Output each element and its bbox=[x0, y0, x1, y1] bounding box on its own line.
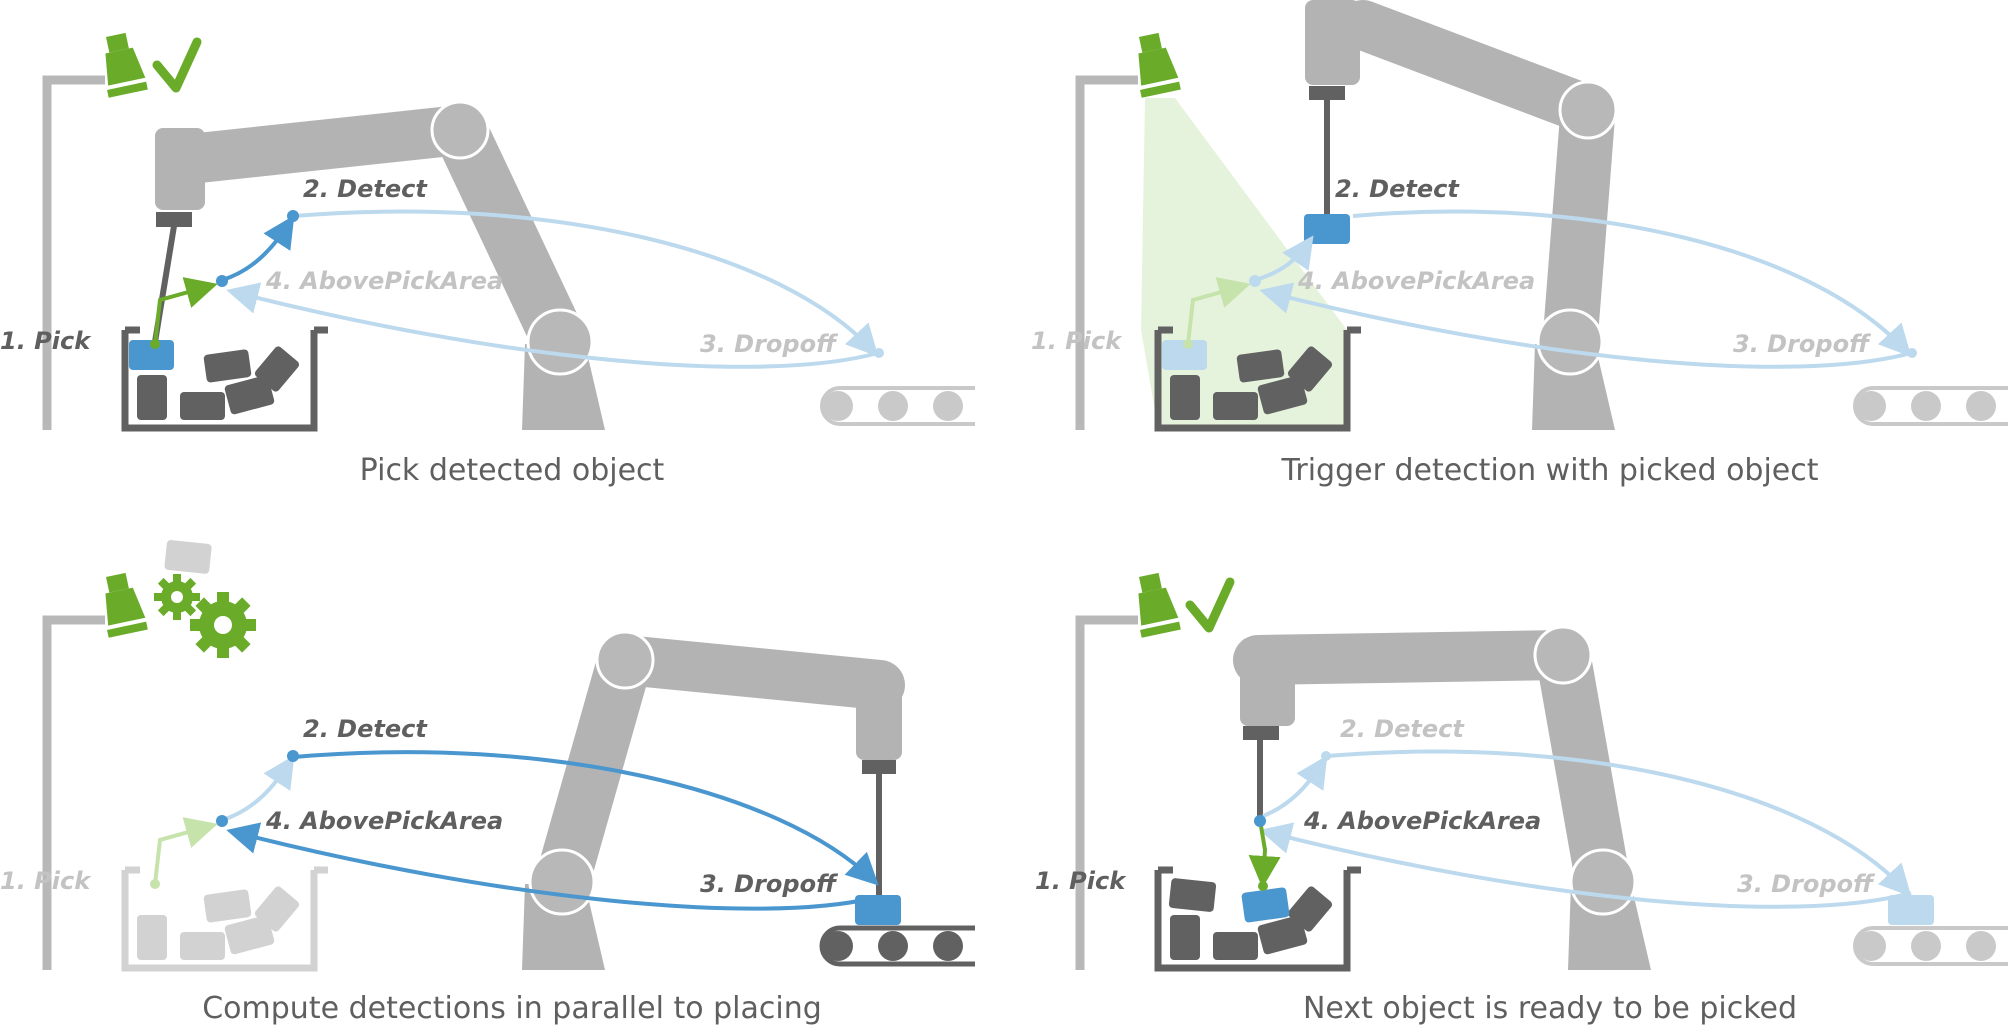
camera-icon bbox=[1138, 572, 1181, 638]
camera-icon bbox=[105, 32, 148, 98]
waypoint-detect bbox=[1321, 751, 1331, 761]
conveyor-icon bbox=[819, 925, 975, 967]
label-detect: 2. Detect bbox=[1340, 715, 1465, 743]
caption-2: Trigger detection with picked object bbox=[1280, 453, 1818, 488]
bin bbox=[121, 866, 328, 972]
path-dropoff-to-above bbox=[1259, 822, 1912, 909]
path-above-to-detect bbox=[221, 755, 295, 822]
check-icon bbox=[1185, 577, 1235, 633]
camera-stand bbox=[1075, 75, 1138, 430]
placed-object bbox=[855, 895, 901, 925]
label-detect: 2. Detect bbox=[1335, 175, 1460, 203]
label-above-pick-area: 4. AbovePickArea bbox=[1297, 267, 1535, 295]
waypoint-above bbox=[1249, 275, 1261, 287]
panel-next-object-ready: 1. Pick 2. Detect 4. AbovePickArea 3. Dr… bbox=[1035, 572, 2008, 1026]
camera-icon bbox=[1138, 32, 1181, 98]
waypoint-pick bbox=[1258, 881, 1268, 891]
panel-compute-detections: 1. Pick 2. Detect 4. AbovePickArea 3. Dr… bbox=[0, 540, 975, 1026]
camera-stand bbox=[42, 615, 105, 970]
bin bbox=[1154, 866, 1361, 972]
waypoint-detect bbox=[287, 750, 299, 762]
label-pick: 1. Pick bbox=[1035, 867, 1127, 895]
robot-arm bbox=[522, 630, 905, 970]
waypoint-pick bbox=[1183, 339, 1193, 349]
label-detect: 2. Detect bbox=[303, 715, 428, 743]
waypoint-above bbox=[1254, 815, 1266, 827]
path-dropoff-to-above bbox=[226, 822, 874, 911]
bin bbox=[1154, 326, 1361, 432]
path-detect-to-dropoff bbox=[293, 750, 879, 886]
panel-trigger-detection: 1. Pick 2. Detect 4. AbovePickArea 3. Dr… bbox=[1031, 0, 2008, 488]
label-above-pick-area: 4. AbovePickArea bbox=[265, 267, 503, 295]
label-pick: 1. Pick bbox=[0, 327, 92, 355]
label-above-pick-area: 4. AbovePickArea bbox=[1303, 807, 1541, 835]
caption-1: Pick detected object bbox=[360, 453, 665, 488]
path-dropoff-to-above bbox=[226, 282, 879, 369]
caption-3: Compute detections in parallel to placin… bbox=[202, 991, 822, 1026]
robot-arm bbox=[152, 100, 605, 430]
path-dropoff-to-above bbox=[1259, 282, 1912, 369]
gears-icon bbox=[154, 574, 256, 658]
label-pick: 1. Pick bbox=[0, 867, 92, 895]
path-above-to-detect bbox=[221, 215, 295, 282]
label-dropoff: 3. Dropoff bbox=[700, 870, 838, 898]
label-detect: 2. Detect bbox=[303, 175, 428, 203]
bin-objects bbox=[137, 346, 300, 420]
check-icon bbox=[152, 37, 202, 93]
path-above-to-detect bbox=[1254, 235, 1314, 282]
picked-object bbox=[129, 340, 174, 370]
conveyor-icon bbox=[1853, 926, 2008, 966]
label-above-pick-area: 4. AbovePickArea bbox=[265, 807, 503, 835]
next-object bbox=[1241, 887, 1290, 923]
label-pick: 1. Pick bbox=[1031, 327, 1123, 355]
waypoint-detect bbox=[287, 210, 299, 222]
path-detect-to-dropoff bbox=[1352, 209, 1912, 357]
path-pick-to-above bbox=[153, 277, 218, 345]
robot-arm bbox=[1233, 625, 1651, 970]
bin-objects bbox=[137, 540, 300, 960]
waypoint-dropoff bbox=[874, 348, 884, 358]
path-detect-to-dropoff bbox=[293, 209, 879, 357]
path-detect-to-dropoff bbox=[1326, 749, 1912, 897]
path-pick-to-above bbox=[1186, 277, 1251, 345]
bin-objects bbox=[1170, 346, 1333, 420]
waypoint-pick bbox=[150, 339, 160, 349]
ghost-placed-object bbox=[1888, 895, 1934, 925]
path-above-to-detect bbox=[1262, 755, 1328, 818]
camera-stand bbox=[42, 75, 105, 430]
waypoint-above bbox=[216, 815, 228, 827]
picked-object bbox=[1304, 214, 1350, 244]
bin bbox=[121, 326, 328, 432]
path-above-to-pick bbox=[1248, 819, 1281, 888]
waypoint-above bbox=[216, 275, 228, 287]
waypoint-pick bbox=[150, 879, 160, 889]
label-dropoff: 3. Dropoff bbox=[1733, 330, 1871, 358]
bin-objects bbox=[1168, 878, 1333, 960]
ghost-picked-object bbox=[1162, 340, 1207, 370]
label-dropoff: 3. Dropoff bbox=[1737, 870, 1875, 898]
camera-stand bbox=[1075, 615, 1138, 970]
conveyor-icon bbox=[1853, 386, 2008, 426]
caption-4: Next object is ready to be picked bbox=[1303, 991, 1797, 1026]
conveyor-icon bbox=[820, 386, 975, 426]
camera-icon bbox=[105, 572, 148, 638]
path-pick-to-above bbox=[153, 817, 218, 885]
panel-pick-detected-object: 1. Pick 2. Detect 4. AbovePickArea 3. Dr… bbox=[0, 32, 975, 488]
robot-arm bbox=[1305, 0, 1618, 430]
waypoint-dropoff bbox=[1907, 348, 1917, 358]
label-dropoff: 3. Dropoff bbox=[700, 330, 838, 358]
